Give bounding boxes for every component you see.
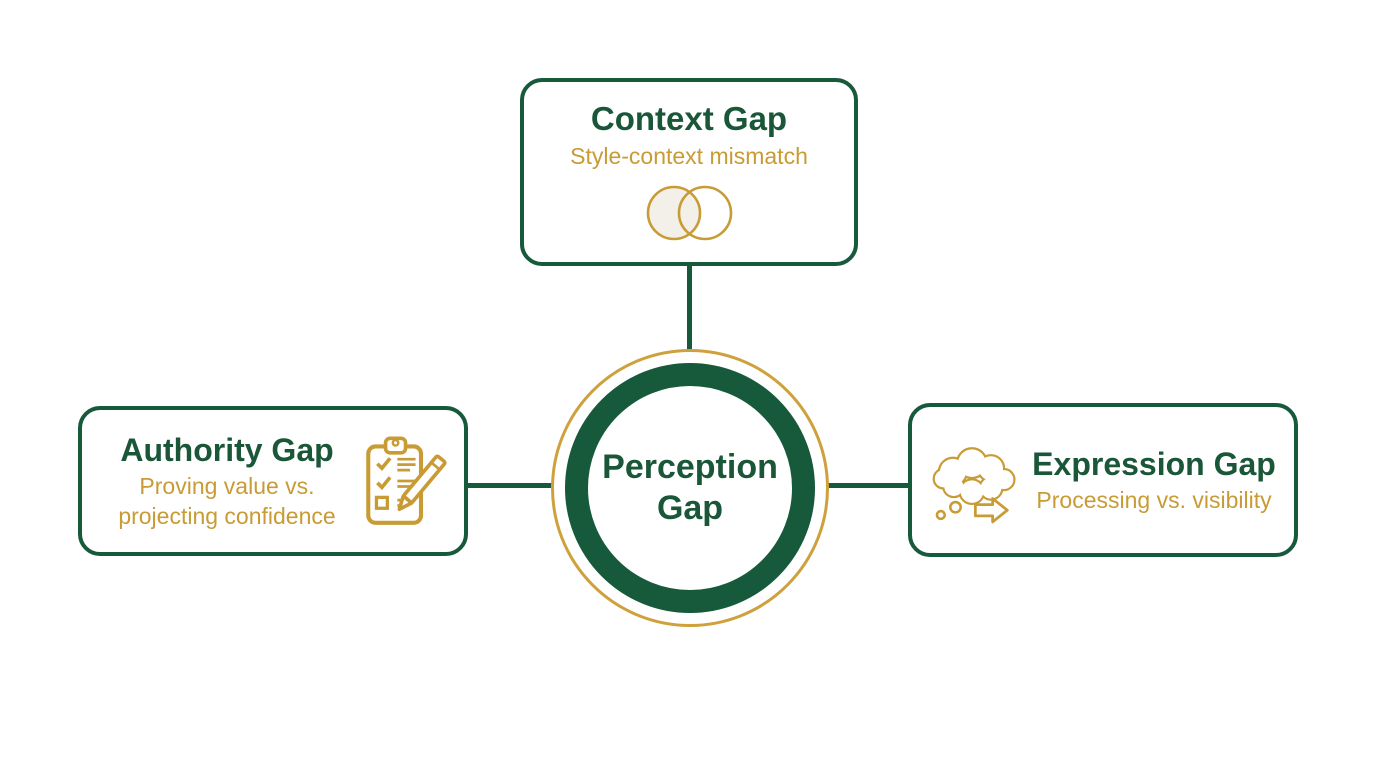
- connector-top: [687, 264, 692, 354]
- clipboard-checklist-icon: [352, 431, 464, 531]
- context-gap-subtitle: Style-context mismatch: [570, 142, 808, 169]
- node-expression-gap: Expression Gap Processing vs. visibility: [908, 403, 1298, 557]
- center-node-label: Perception Gap: [602, 447, 778, 527]
- authority-gap-title: Authority Gap: [120, 431, 334, 468]
- thought-cloud-arrow-icon: [912, 435, 1024, 525]
- center-node: Perception Gap: [565, 363, 815, 613]
- connector-right: [824, 483, 912, 488]
- expression-gap-title: Expression Gap: [1032, 445, 1276, 482]
- node-authority-gap: Authority Gap Proving value vs. projecti…: [78, 406, 468, 556]
- context-gap-title: Context Gap: [590, 100, 788, 137]
- node-context-gap: Context Gap Style-context mismatch: [520, 78, 858, 266]
- expression-gap-subtitle: Processing vs. visibility: [1036, 486, 1272, 513]
- venn-overlap-icon: [524, 181, 854, 250]
- authority-gap-subtitle-line2: projecting confidence: [118, 502, 336, 529]
- connector-left: [464, 483, 556, 488]
- authority-gap-subtitle-line1: Proving value vs.: [139, 473, 315, 500]
